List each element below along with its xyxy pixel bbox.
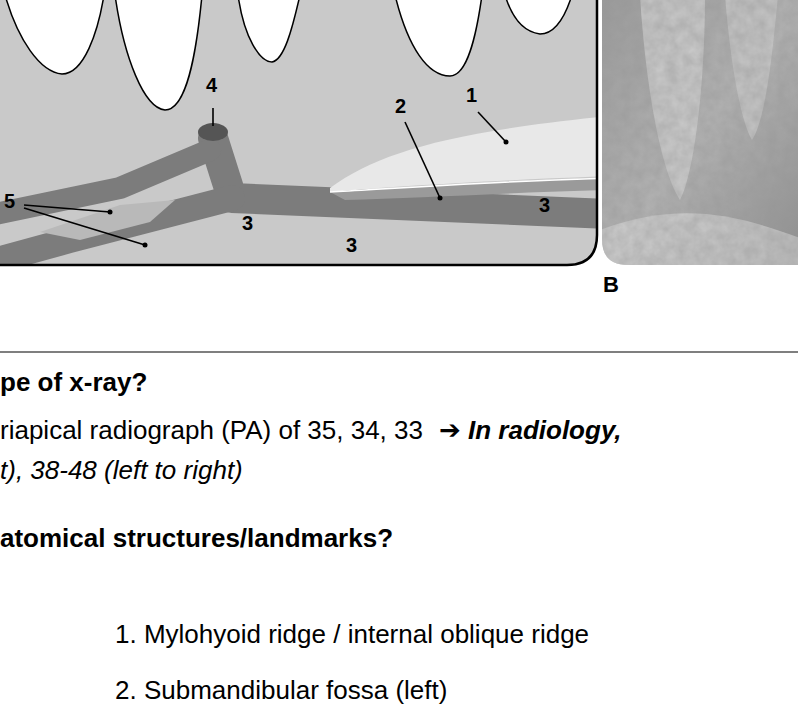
answer-text: riapical radiograph (PA) of 35, 34, 33 [0, 416, 423, 446]
callout-number: 3 [346, 234, 357, 257]
note-text: ➔ In radiology, [439, 416, 622, 446]
schematic-panel [0, 0, 610, 270]
callout-number: 5 [4, 190, 15, 213]
callout-number: 2 [395, 95, 406, 118]
callout-number: 3 [539, 194, 550, 217]
panel-letter: B [603, 272, 619, 297]
list-item: 1. Mylohyoid ridge / internal oblique ri… [115, 620, 589, 650]
question-text: pe of x-ray? [0, 368, 147, 398]
list-item: 2. Submandibular fossa (left) [115, 676, 447, 706]
note-text: t), 38-48 (left to right) [0, 456, 243, 486]
callout-number: 4 [206, 74, 217, 97]
radiograph-photo [600, 0, 798, 270]
callout-number: 1 [466, 84, 477, 107]
callout-number: 3 [242, 212, 253, 235]
question-text: atomical structures/landmarks? [0, 524, 393, 554]
